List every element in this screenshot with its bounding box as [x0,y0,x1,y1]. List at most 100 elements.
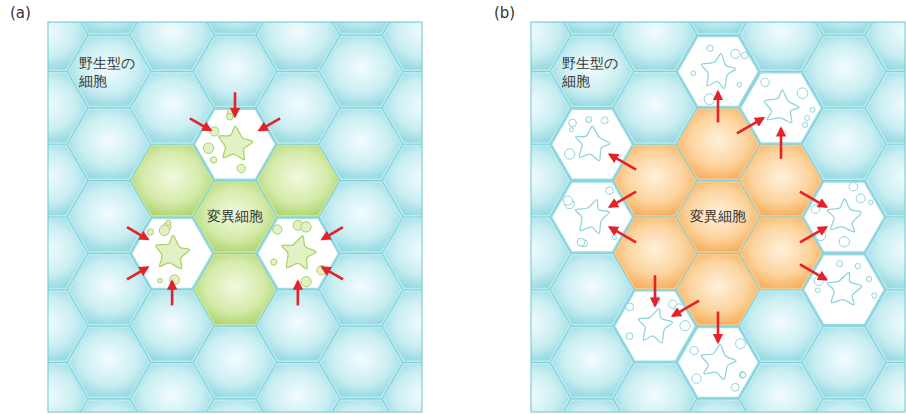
force-arrow [673,301,699,316]
mutant-cell [258,146,339,216]
shrunken-cell [764,90,799,123]
vesicle [810,107,815,112]
wild-type-cell [384,73,423,143]
vesicle [273,225,282,234]
force-arrow [171,281,174,305]
vesicle [626,303,634,311]
vesicle [237,164,245,172]
cell-type-label: 変異細胞 [207,208,263,226]
force-arrow [800,227,826,242]
extruded-cell [552,109,633,179]
mutant-cell [132,146,213,216]
vesicle [849,182,858,191]
vesicle [166,220,171,225]
vesicle [731,383,739,391]
vesicle [301,277,311,287]
vesicle [737,82,742,87]
shrunken-cell [576,126,610,160]
wild-type-cell [69,36,150,106]
vesicle [704,94,715,105]
wild-type-cell [321,36,402,106]
wild-type-cell [69,182,150,252]
wild-type-cell [69,255,150,325]
shrunken-cell [701,54,735,89]
shrunken-cell [156,235,190,268]
mutant-cell [615,146,696,216]
vesicle [203,143,214,154]
mutant-cell [678,182,759,252]
mutant-cell [195,182,276,252]
panel-a-tissue [48,22,422,412]
force-arrow [717,92,720,123]
wild-type-cell [384,291,423,361]
wild-type-cell [615,73,696,143]
extruded-cell [258,218,339,288]
wild-type-cell [384,146,423,216]
wild-type-cell [867,22,906,70]
vesicle [147,229,153,235]
force-arrow [127,267,148,279]
vesicle [741,52,748,59]
force-arrow [259,118,280,130]
vesicle [805,116,810,121]
vesicle [159,225,169,235]
vesicle [855,263,860,268]
wild-type-cell [867,73,906,143]
extruded-cell [804,182,885,252]
force-arrow [322,267,343,279]
panel-frame [48,22,422,412]
wild-type-cell [552,327,633,397]
vesicle [866,276,871,281]
wild-type-cell [867,364,906,412]
vesicle [210,127,219,136]
panel-frame [531,22,905,412]
wild-type-cell [867,218,906,288]
vesicle [739,372,746,379]
vesicle [797,88,808,99]
vesicle [626,333,633,340]
wild-type-cell [69,327,150,397]
force-arrow [780,128,783,159]
vesicle [869,200,874,205]
force-arrow [127,227,148,239]
vesicle [601,117,608,124]
wild-type-cell [258,73,339,143]
vesicle [569,128,573,132]
force-arrow [234,92,237,116]
force-arrow [297,281,300,305]
panel-letter: (a) [10,4,31,22]
vesicle [707,45,713,51]
vesicle [740,372,746,378]
vesicle [736,339,746,349]
extruded-cell [804,255,885,325]
vesicle [811,205,820,214]
vesicle [586,117,592,123]
vesicle [692,374,701,383]
shrunken-cell [638,309,672,343]
shrunken-cell [827,199,861,232]
wild-type-cell [384,22,423,70]
wild-type-cell [741,291,822,361]
force-arrow [610,192,636,207]
vesicle [586,117,592,123]
wild-type-cell [804,36,885,106]
shrunken-cell [219,126,253,160]
wild-type-cell [804,327,885,397]
wild-type-cell [384,218,423,288]
shrunken-cell [827,272,861,304]
vesicle [227,113,234,120]
vesicle [565,149,575,159]
wild-type-cell [195,327,276,397]
wild-type-cell [321,182,402,252]
extruded-cell [552,182,633,252]
vesicle [569,119,577,127]
vesicle [301,222,311,232]
vesicle [157,278,162,283]
vesicle [691,71,696,76]
force-arrow [800,264,826,279]
cell-type-label: 野生型の 細胞 [562,55,622,90]
vesicle [836,261,842,267]
panel-b-tissue [531,22,905,412]
tissue-ground [48,22,422,412]
